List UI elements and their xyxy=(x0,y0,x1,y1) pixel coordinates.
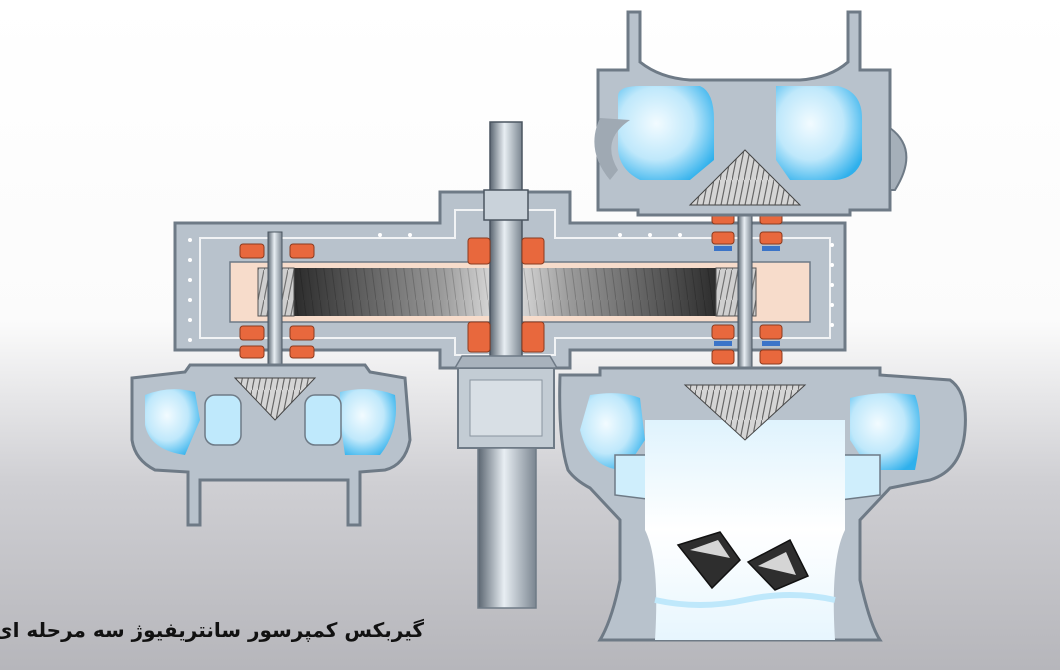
stage-3-impeller xyxy=(594,10,908,217)
drive-shaft xyxy=(453,121,559,609)
bearing-seals xyxy=(714,246,780,346)
stage-2-impeller xyxy=(558,366,967,642)
bearings xyxy=(239,209,783,365)
diagram-caption: گیربکس کمپرسور سانتریفیوژ سه مرحله ای xyxy=(0,618,424,642)
bolt-dots xyxy=(188,233,834,342)
stage-1-impeller xyxy=(130,363,412,527)
inlet-guide-vanes xyxy=(654,531,836,608)
